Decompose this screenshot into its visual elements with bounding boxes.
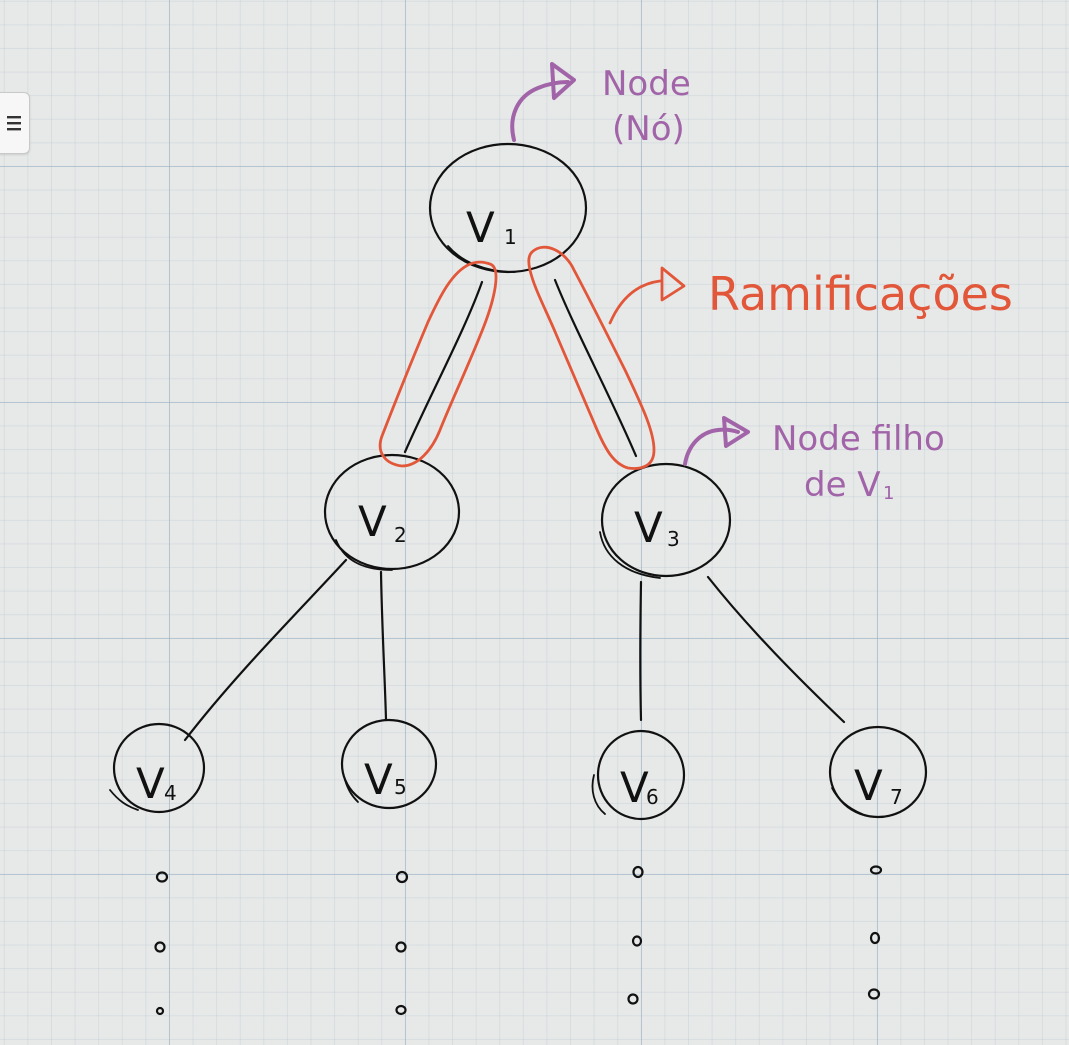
hamburger-menu-icon — [7, 116, 21, 131]
node-letter: V — [466, 203, 495, 252]
dots-below-v5 — [395, 870, 409, 1016]
edge-v1-v3 — [553, 278, 638, 458]
node-subscript: 4 — [164, 781, 177, 805]
annotation-child-parent: de V — [804, 465, 881, 505]
menu-button[interactable] — [0, 92, 30, 154]
annotation-child-parent-sub: 1 — [883, 483, 894, 504]
node-circle — [112, 722, 206, 814]
dot — [395, 941, 407, 953]
dot — [867, 988, 881, 1000]
tree-edges — [183, 278, 846, 742]
branches-callout-arrow — [608, 279, 662, 325]
branch-highlights — [378, 245, 686, 470]
node-subscript: 2 — [394, 523, 407, 547]
dot — [869, 931, 881, 945]
node-letter: V — [620, 763, 649, 812]
node-subscript: 6 — [646, 785, 659, 809]
child-arrowhead — [722, 416, 750, 448]
tree-node-v3: V 3 — [599, 462, 732, 579]
branch-loop-left — [378, 260, 498, 468]
branch-loop-right — [527, 245, 656, 470]
node-letter: V — [358, 497, 387, 546]
node-circle — [828, 725, 928, 819]
tree-node-v4: V 4 — [109, 722, 206, 814]
tree-node-v5: V 5 — [340, 718, 438, 810]
node-circle — [340, 718, 438, 810]
dots-below-v7 — [867, 865, 883, 1000]
node-subscript: 3 — [667, 527, 680, 551]
dot — [632, 865, 644, 879]
node-arrowhead — [550, 62, 576, 100]
annotation-child-label: Node filho — [772, 419, 945, 459]
node-letter: V — [136, 759, 165, 808]
node-subscript: 1 — [504, 225, 517, 249]
continuation-dots — [154, 865, 883, 1016]
tree-node-v7: V 7 — [828, 725, 928, 819]
dot — [869, 865, 883, 875]
edge-v1-v2 — [403, 280, 484, 454]
dot — [395, 870, 409, 884]
node-letter: V — [854, 761, 883, 810]
dots-below-v6 — [627, 865, 644, 1005]
edge-v3-v7 — [706, 575, 846, 724]
dots-below-v4 — [154, 871, 169, 1016]
node-letter: V — [364, 755, 393, 804]
node-subscript: 7 — [890, 785, 903, 809]
annotation-node: Node (Nó) — [510, 62, 691, 149]
node-circle — [428, 142, 588, 274]
node-circle — [596, 729, 686, 821]
dot — [627, 993, 639, 1005]
annotation-node-label: Node — [602, 64, 691, 104]
annotation-node-translation: (Nó) — [612, 109, 685, 149]
node-circle — [600, 462, 732, 578]
child-callout-arrow — [683, 427, 740, 466]
dot — [155, 871, 169, 883]
dot — [155, 1006, 165, 1016]
dot — [631, 935, 643, 947]
node-letter: V — [634, 503, 663, 552]
annotation-child: Node filho de V 1 — [683, 416, 945, 505]
node-callout-arrow — [510, 80, 570, 142]
tree-node-v1: V 1 — [428, 142, 588, 274]
node-subscript: 5 — [394, 775, 407, 799]
tree-node-v2: V 2 — [323, 453, 461, 571]
edge-v2-v4 — [183, 558, 348, 742]
dot — [154, 941, 166, 953]
annotation-branches-label: Ramificações — [708, 267, 1013, 321]
dot — [395, 1004, 407, 1016]
edge-v3-v6 — [639, 580, 643, 722]
tree-node-v6: V 6 — [591, 729, 686, 821]
node-circle — [323, 453, 461, 571]
branches-arrowhead — [660, 266, 686, 302]
edge-v2-v5 — [379, 570, 388, 722]
